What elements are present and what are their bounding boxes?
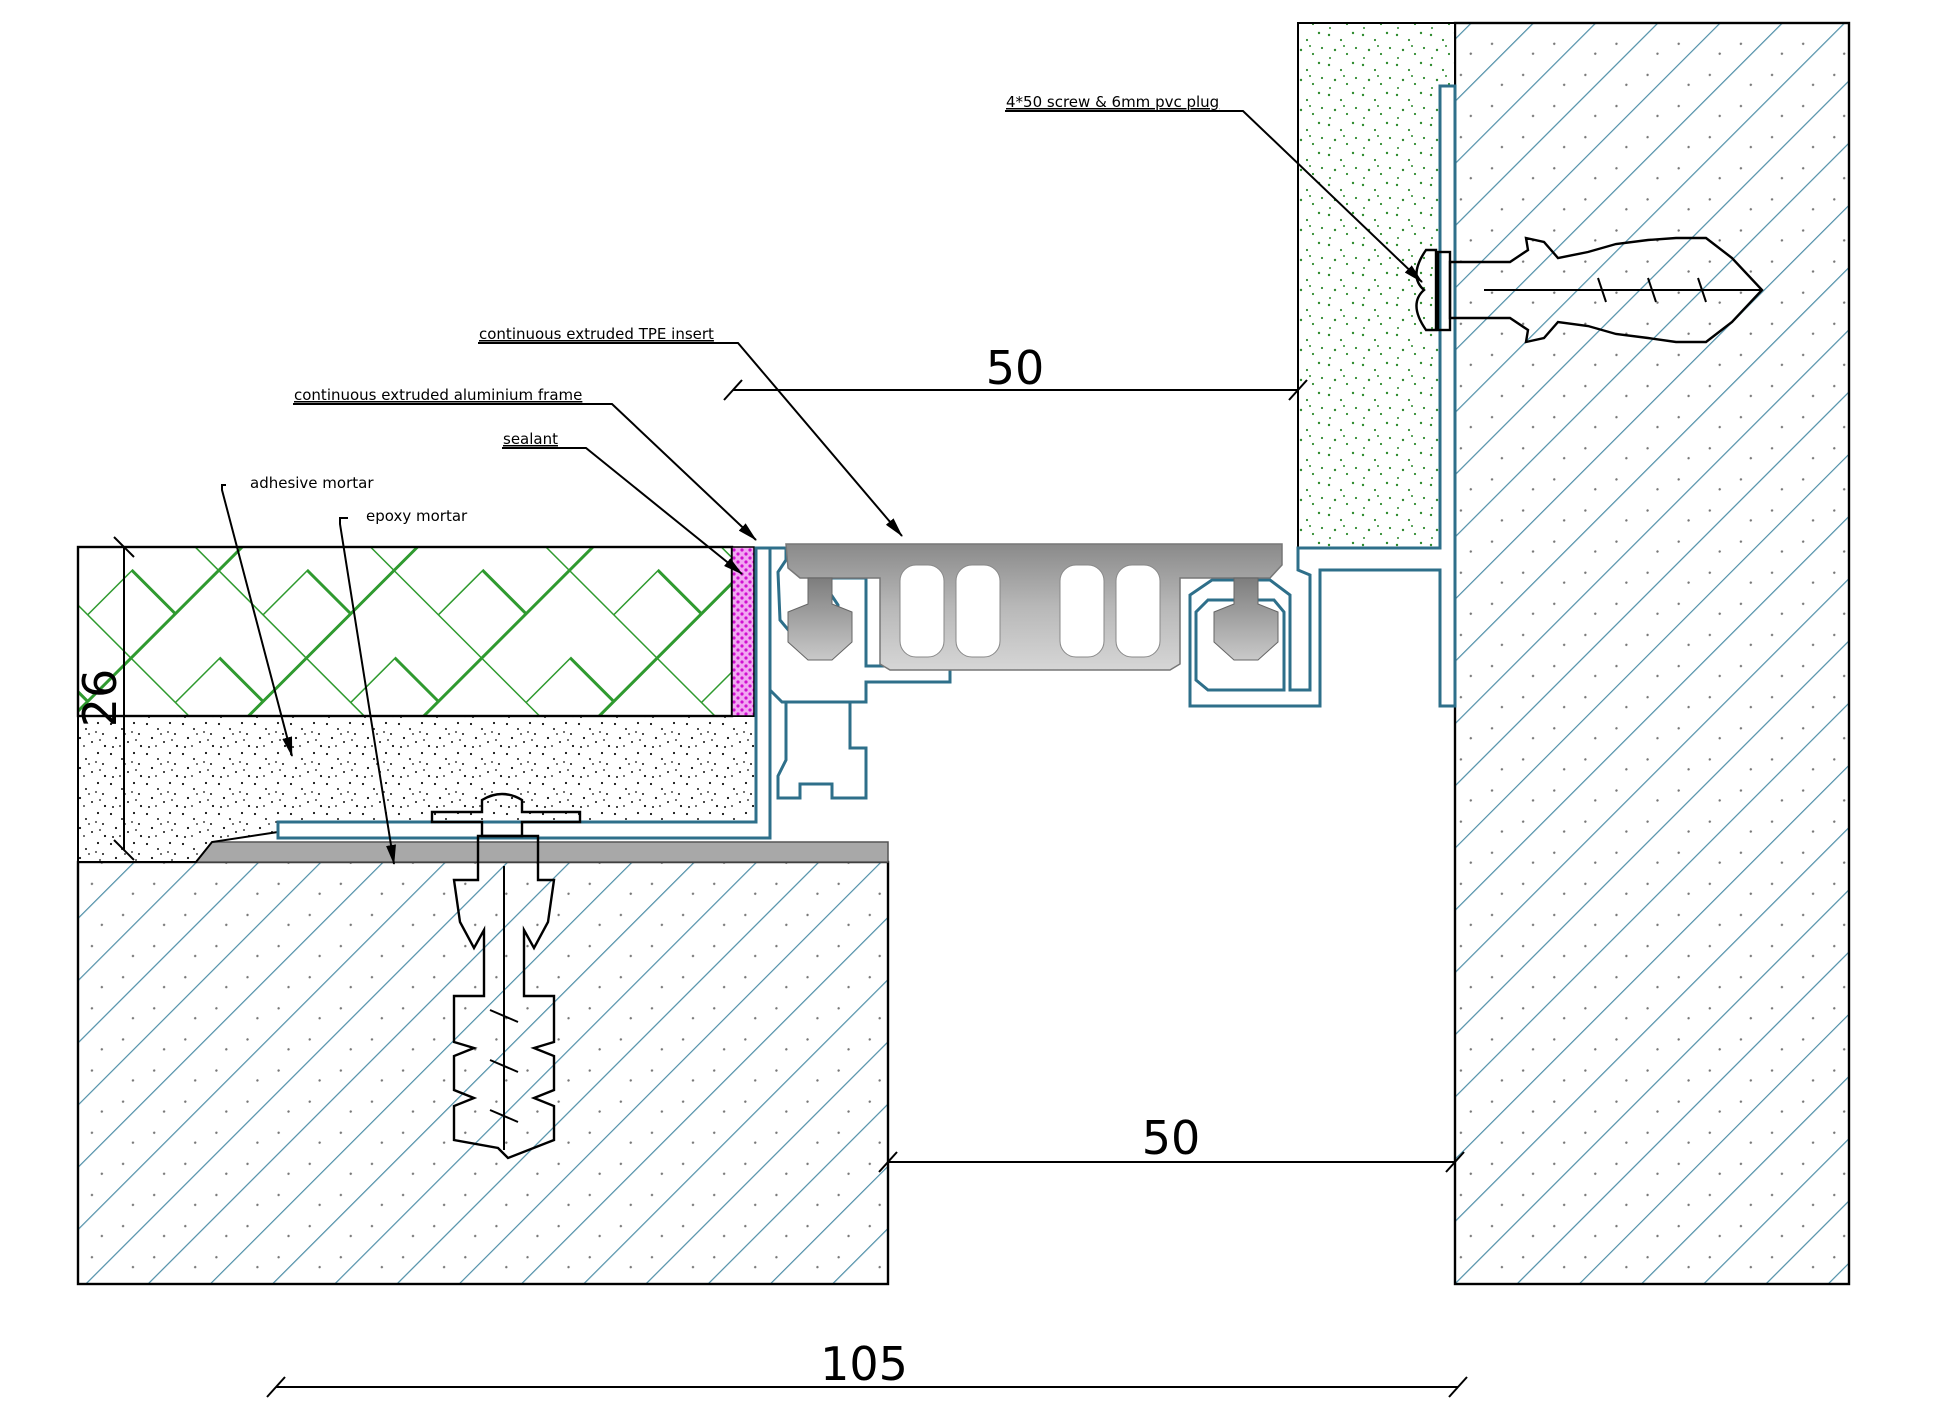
wall-render bbox=[1297, 22, 1456, 549]
dimension-bottom-gap bbox=[878, 1151, 1465, 1173]
insert-hole-1 bbox=[899, 564, 945, 658]
insert-hole-3 bbox=[1059, 564, 1105, 658]
leader-alu-frame bbox=[293, 403, 757, 541]
dimension-top-gap bbox=[723, 379, 1308, 401]
dimension-top-gap-value: 50 bbox=[986, 341, 1045, 395]
dimension-height-value: 26 bbox=[73, 669, 127, 728]
epoxy-mortar-layer bbox=[194, 841, 889, 863]
leader-adhesive bbox=[221, 484, 293, 757]
insert-tongue-left bbox=[787, 577, 853, 661]
wall-screw-plug bbox=[1415, 236, 1764, 344]
concrete-wall-right bbox=[1453, 21, 1851, 1286]
floor-screw-plug bbox=[430, 792, 582, 1160]
leader-screw bbox=[1005, 110, 1423, 283]
insert-hole-2 bbox=[955, 564, 1001, 658]
leader-epoxy bbox=[339, 517, 396, 865]
floor-tile bbox=[76, 545, 734, 718]
sealant-strip bbox=[731, 546, 755, 717]
leader-tpe-insert bbox=[478, 342, 903, 537]
dimension-height bbox=[113, 536, 135, 861]
adhesive-mortar-layer bbox=[77, 715, 757, 863]
insert-hole-4 bbox=[1115, 564, 1161, 658]
dimension-overall-width-value: 105 bbox=[820, 1337, 908, 1391]
label-adhesive: adhesive mortar bbox=[250, 474, 374, 492]
aluminium-frame-right bbox=[1188, 84, 1457, 708]
label-tpe-insert: continuous extruded TPE insert bbox=[479, 325, 714, 343]
label-screw: 4*50 screw & 6mm pvc plug bbox=[1006, 93, 1219, 111]
concrete-slab-left bbox=[76, 860, 890, 1286]
label-alu-frame: continuous extruded aluminium frame bbox=[294, 386, 582, 404]
dimension-bottom-gap-value: 50 bbox=[1142, 1111, 1201, 1165]
dimension-overall-width bbox=[266, 1376, 1468, 1398]
insert-tongue-right bbox=[1213, 577, 1279, 661]
label-sealant: sealant bbox=[503, 430, 558, 448]
label-epoxy: epoxy mortar bbox=[366, 507, 468, 525]
leader-sealant bbox=[502, 447, 743, 575]
aluminium-frame-left-web bbox=[776, 700, 868, 800]
